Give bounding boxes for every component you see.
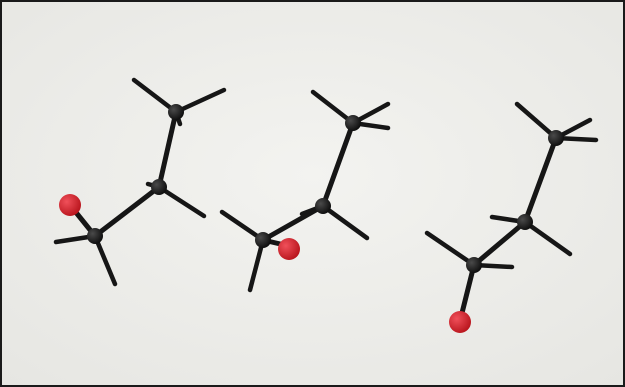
carbon-atom-top [345, 115, 361, 131]
carbon-atom-middle [315, 198, 331, 214]
oxygen-atom [449, 311, 471, 333]
carbon-atom-bottom [466, 257, 482, 273]
oxygen-atom [59, 194, 81, 216]
hydrogen-sticks [424, 101, 599, 270]
carbon-atom-top [168, 104, 184, 120]
carbon-atom-bottom [87, 228, 103, 244]
carbon-atom-bottom [255, 232, 271, 248]
molecule-model-right [424, 101, 599, 333]
carbon-atom-middle [517, 214, 533, 230]
carbon-atom-middle [151, 179, 167, 195]
molecule-model-left [53, 77, 227, 287]
carbon-atom-top [548, 130, 564, 146]
oxygen-atom [278, 238, 300, 260]
molecule-model-center [219, 89, 391, 293]
